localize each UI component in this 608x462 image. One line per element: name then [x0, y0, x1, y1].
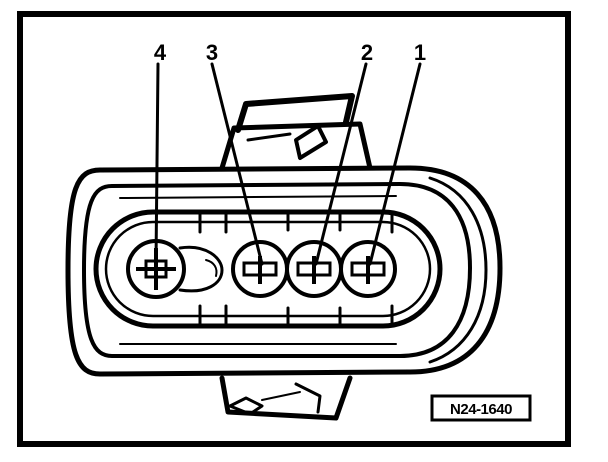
pin-label-4: 4 — [154, 40, 167, 65]
pin-label-3: 3 — [206, 40, 218, 65]
reference-code: N24-1640 — [450, 401, 512, 418]
pin-2 — [285, 240, 343, 298]
leader-line-3 — [210, 62, 264, 266]
pin-1 — [339, 240, 397, 298]
pin-label-1: 1 — [414, 40, 426, 65]
leader-line-4 — [154, 62, 160, 264]
pin-label-2: 2 — [361, 40, 373, 65]
leader-line-2 — [314, 62, 368, 266]
reference-code-box: N24-1640 — [430, 394, 532, 422]
leader-line-1 — [368, 62, 422, 266]
leader-lines — [154, 62, 422, 266]
